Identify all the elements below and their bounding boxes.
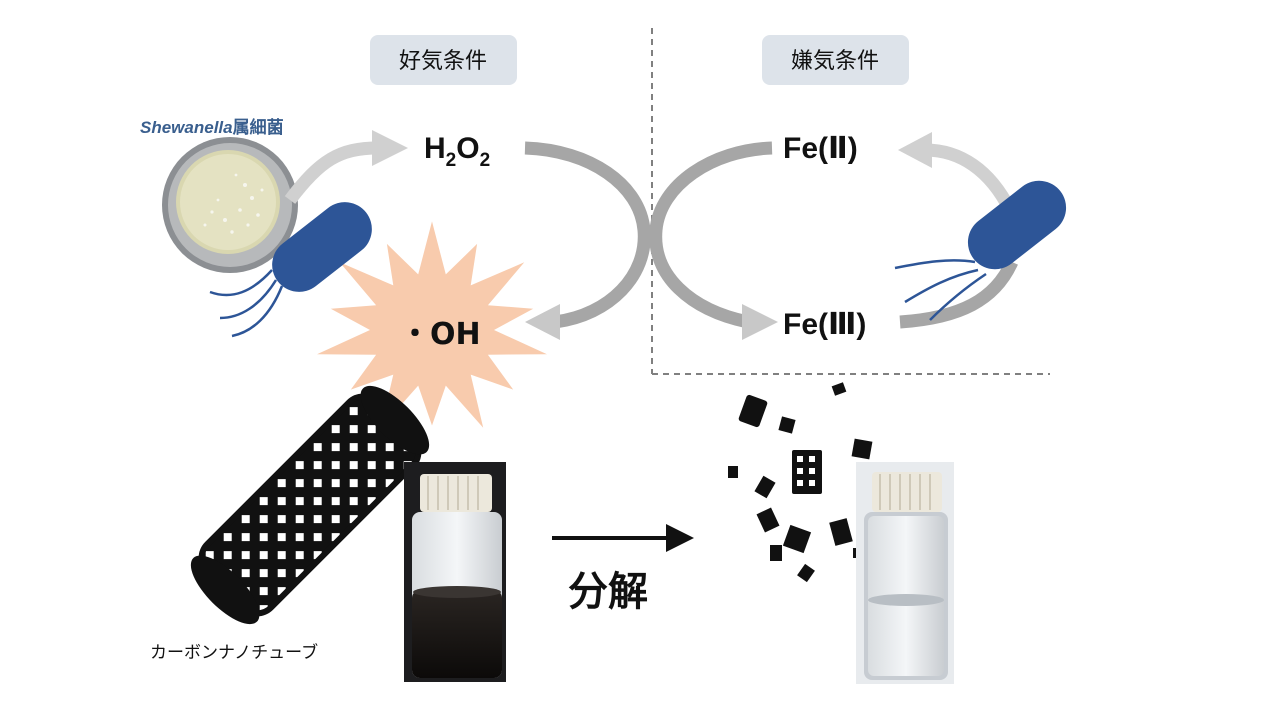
fe3-label: Fe(Ⅲ) [783, 308, 866, 341]
hydroxyl-burst [317, 221, 547, 428]
bacteria-label: Shewanella属細菌 [140, 117, 284, 138]
bacterium-left-icon [209, 202, 372, 338]
vial-after-photo [856, 462, 954, 684]
aerobic-condition-box: 好気条件 [370, 35, 517, 85]
anaerobic-condition-label: 嫌気条件 [791, 49, 879, 74]
anaerobic-cycle-arrows [649, 132, 1018, 340]
vial-before-photo [404, 462, 506, 682]
genus-suffix: 属細菌 [233, 117, 284, 138]
decompose-label: 分解 [568, 569, 648, 615]
dashed-divider [651, 28, 1050, 375]
anaerobic-condition-box: 嫌気条件 [762, 35, 909, 85]
aerobic-condition-label: 好気条件 [399, 49, 487, 74]
cnt-label: カーボンナノチューブ [150, 642, 318, 663]
decomposition-arrow [552, 524, 694, 552]
h2o2-label: H2O2 [424, 132, 490, 171]
fe2-label: Fe(Ⅱ) [783, 132, 858, 165]
bacterium-right-icon [894, 180, 1067, 321]
petri-dish-photo [162, 137, 298, 273]
carbon-nanotube-illustration [190, 385, 430, 625]
genus-name: Shewanella [140, 118, 233, 137]
aerobic-cycle-arrows [284, 130, 651, 340]
cnt-fragments [728, 382, 873, 583]
hydroxyl-radical-label: ・OH [400, 317, 481, 352]
